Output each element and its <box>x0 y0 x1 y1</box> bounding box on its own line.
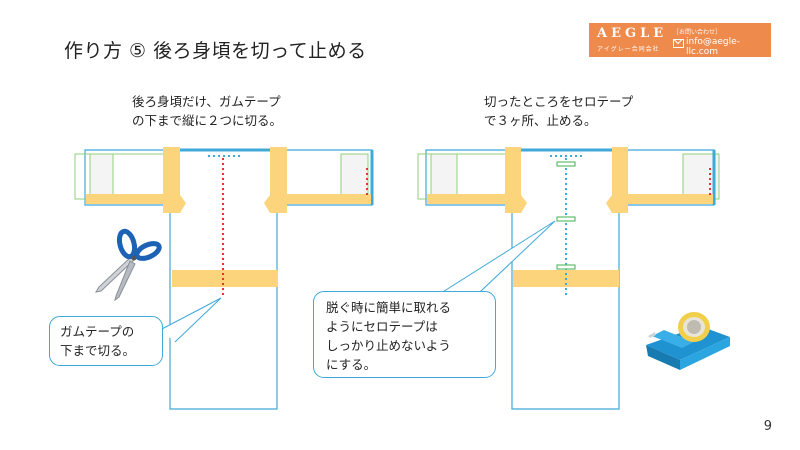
page-title: 作り方 ⑤ 後ろ身頃を切って止める <box>64 40 367 62</box>
left-callout-pointer <box>159 297 222 343</box>
left-caption-line: の下まで縦に２つに切る。 <box>132 113 283 128</box>
left-caption: 後ろ身頃だけ、ガムテープ の下まで縦に２つに切る。 <box>132 92 282 130</box>
right-callout-line: 脱ぐ時に簡単に取れる <box>326 300 452 315</box>
contact-email[interactable]: info@aegle-llc.com <box>686 37 740 57</box>
right-tape-strip <box>427 194 520 204</box>
page-number: 9 <box>763 419 772 434</box>
cellophane-tape-mark <box>556 161 576 167</box>
left-pocket-left <box>89 153 114 200</box>
right-pocket-left <box>430 153 458 200</box>
right-caption-line: 切ったところをセロテープ <box>484 94 634 109</box>
right-caption-line: で３ヶ所、止める。 <box>484 113 597 128</box>
right-callout-line: ようにセロテープは <box>326 319 438 334</box>
brand-subtitle: アイグレー合同会社 <box>597 46 660 53</box>
left-tape-strip <box>272 194 371 204</box>
cellophane-tape-mark <box>556 216 576 222</box>
brand-logo: AEGLE アイグレー合同会社 ［お問い合わせ］ info@aegle-llc.… <box>589 23 771 57</box>
left-callout: ガムテープの 下まで切る。 <box>49 316 163 366</box>
brand-name: AEGLE <box>597 26 668 41</box>
scissors-icon <box>94 228 162 302</box>
right-tape-strip <box>614 194 713 204</box>
left-callout-line: 下まで切る。 <box>60 343 136 358</box>
contact-label: ［お問い合わせ］ <box>673 29 722 36</box>
left-tape-strip <box>86 194 178 204</box>
right-caption: 切ったところをセロテープ で３ヶ所、止める。 <box>484 92 633 130</box>
right-callout-line: にする。 <box>326 357 377 372</box>
right-callout: 脱ぐ時に簡単に取れる ようにセロテープは しっかり止めないよう にする。 <box>313 291 496 378</box>
left-pocket-right <box>340 153 369 200</box>
cellophane-tape-mark <box>556 264 576 270</box>
right-callout-line: しっかり止めないよう <box>326 338 451 353</box>
mail-icon <box>673 39 684 48</box>
tape-dispenser-icon <box>646 312 730 370</box>
left-waist-tape <box>172 270 278 287</box>
right-garment <box>417 147 720 410</box>
right-callout-pointer <box>429 220 556 309</box>
left-callout-line: ガムテープの <box>60 324 135 339</box>
left-caption-line: 後ろ身頃だけ、ガムテープ <box>132 94 281 109</box>
left-garment <box>74 147 374 410</box>
